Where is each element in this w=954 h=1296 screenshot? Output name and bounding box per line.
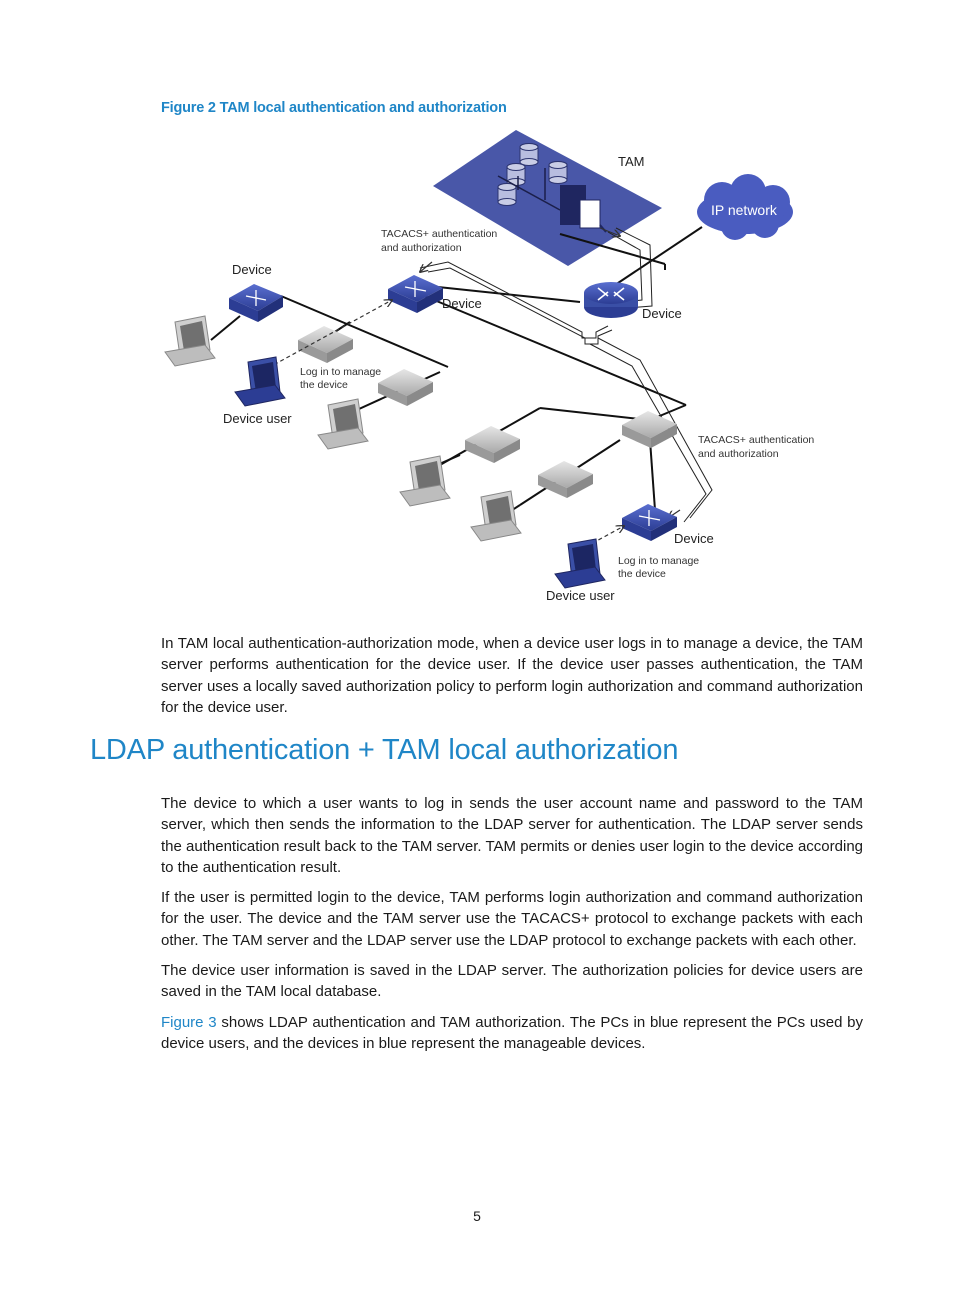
paragraph-authorization: If the user is permitted login to the de…	[161, 889, 863, 949]
figure-caption: Figure 2 TAM local authentication and au…	[161, 100, 507, 116]
pc-icon	[317, 398, 369, 450]
tacacs-right-label-1: TACACS+ authentication	[698, 434, 814, 446]
switch-icon	[465, 426, 520, 463]
figure-3-link[interactable]: Figure 3	[161, 1014, 217, 1031]
switch-icon	[622, 504, 677, 541]
network-diagram: TAM IP network T	[164, 130, 814, 603]
tacacs-right-label-2: and authorization	[698, 448, 779, 460]
device-center-label: Device	[442, 296, 482, 311]
pc-icon	[399, 455, 451, 507]
switch-icon	[229, 284, 283, 322]
tam-panel	[433, 130, 662, 266]
pc-icon	[164, 315, 216, 367]
switch-icon	[378, 369, 433, 406]
switch-icon	[622, 411, 677, 448]
device-user-left-label: Device user	[223, 411, 292, 426]
ip-network-label: IP network	[711, 202, 778, 218]
router-icon	[584, 282, 638, 318]
tam-label: TAM	[618, 154, 644, 169]
pc-icon	[470, 490, 522, 542]
tam-server-icon	[560, 185, 607, 233]
paragraph-user-info: The device user information is saved in …	[161, 962, 863, 1001]
section-heading: LDAP authentication + TAM local authoriz…	[90, 734, 679, 766]
device-router-label: Device	[642, 306, 682, 321]
tacacs-top-label-2: and authorization	[381, 242, 462, 254]
paragraph-ldap-flow: The device to which a user wants to log …	[161, 795, 863, 876]
device-bottom-label: Device	[674, 531, 714, 546]
device-left-label: Device	[232, 262, 272, 277]
page-number: 5	[473, 1208, 481, 1224]
switch-icon	[388, 275, 443, 313]
login-bottom-label-2: the device	[618, 568, 666, 580]
login-left-label-1: Log in to manage	[300, 366, 381, 378]
paragraph-tam-local-mode: In TAM local authentication-authorizatio…	[161, 635, 863, 716]
device-user-bottom-label: Device user	[546, 588, 615, 603]
device-user-pc-icon	[554, 538, 606, 589]
login-bottom-label-1: Log in to manage	[618, 555, 699, 567]
switch-icon	[538, 461, 593, 498]
login-left-label-2: the device	[300, 379, 348, 391]
tacacs-top-label-1: TACACS+ authentication	[381, 228, 497, 240]
database-icon	[497, 143, 568, 206]
cloud-icon	[697, 174, 793, 240]
device-user-pc-icon	[234, 356, 286, 407]
switch-icon	[298, 326, 353, 363]
paragraph-figure-reference: Figure 3 shows LDAP authentication and T…	[161, 1012, 863, 1055]
figure-reference-text: shows LDAP authentication and TAM author…	[161, 1014, 864, 1053]
